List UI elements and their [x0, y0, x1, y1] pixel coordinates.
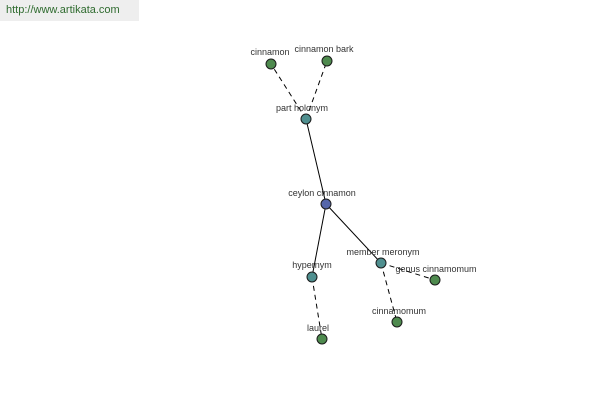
label-hypernym: hypernym [292, 260, 332, 270]
node-cinnamon-bark[interactable] [321, 55, 333, 67]
edge-center-part-holonym [305, 118, 327, 205]
node-hypernym[interactable] [306, 271, 318, 283]
node-member-meronym[interactable] [375, 257, 387, 269]
label-laurel: laurel [307, 323, 329, 333]
edge-center-member-meronym [325, 203, 382, 264]
edge-hypernym-laurel [311, 276, 323, 340]
node-cinnamon[interactable] [265, 58, 277, 70]
label-cinnamomum: cinnamomum [372, 306, 426, 316]
node-part-holonym[interactable] [300, 113, 312, 125]
edge-part-holonym-cinnamon [270, 63, 307, 120]
edge-member-meronym-genus [380, 262, 436, 281]
node-cinnamomum[interactable] [391, 316, 403, 328]
edge-center-hypernym [311, 203, 327, 278]
label-part-holonym: part holonym [276, 103, 328, 113]
label-cinnamon: cinnamon [250, 47, 289, 57]
label-member-meronym: member meronym [346, 247, 419, 257]
node-laurel[interactable] [316, 333, 328, 345]
label-cinnamon-bark: cinnamon bark [294, 44, 354, 54]
edge-part-holonym-cinnamon-bark [305, 60, 328, 120]
watermark-url[interactable]: http://www.artikata.com [0, 0, 139, 21]
node-genus-cinnamomum[interactable] [429, 274, 441, 286]
node-center[interactable] [320, 198, 332, 210]
label-center: ceylon cinnamon [288, 188, 356, 198]
label-genus-cinnamomum: genus cinnamomum [395, 264, 476, 274]
edge-member-meronym-cinnamomum [380, 262, 398, 323]
